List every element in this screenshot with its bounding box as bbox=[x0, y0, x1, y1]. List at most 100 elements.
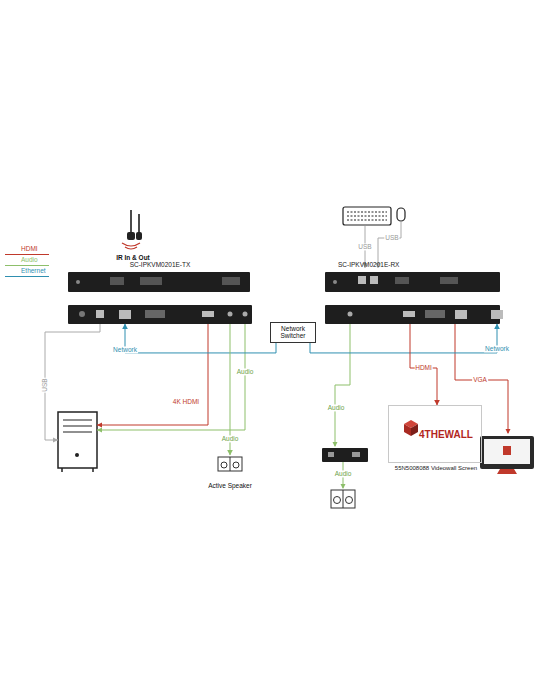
port bbox=[440, 277, 458, 284]
speaker-cone bbox=[221, 462, 227, 468]
audio-port bbox=[243, 312, 248, 317]
lan-port bbox=[119, 310, 131, 319]
audio-label: Audio bbox=[327, 404, 346, 411]
arrowhead bbox=[341, 484, 346, 489]
ir-emitter bbox=[136, 232, 142, 240]
vga-port bbox=[425, 310, 445, 318]
logo-cube-right bbox=[411, 424, 418, 436]
cable-label: HDMI bbox=[414, 364, 433, 371]
node-title: 4THEWALL bbox=[419, 429, 473, 440]
pc-tower bbox=[58, 412, 97, 468]
lan-port bbox=[491, 310, 503, 319]
arrowhead bbox=[97, 428, 102, 433]
cable-connector bbox=[310, 324, 497, 353]
legend-entry: Ethernet bbox=[5, 268, 51, 279]
network-switch-box: Network Switcher bbox=[270, 322, 316, 343]
cable-label: Network bbox=[484, 345, 510, 352]
port bbox=[395, 277, 409, 284]
rx-front-panel bbox=[325, 272, 500, 292]
videowall-screen bbox=[388, 405, 482, 463]
audio-port bbox=[228, 312, 233, 317]
legend-line-sample bbox=[5, 254, 49, 255]
audio-label: Audio bbox=[236, 368, 255, 375]
pc-feet bbox=[62, 468, 93, 472]
mouse bbox=[397, 208, 405, 221]
legend-entry: HDMI bbox=[5, 246, 51, 257]
audio-wire bbox=[335, 324, 350, 446]
keyboard bbox=[343, 207, 391, 225]
port bbox=[352, 452, 360, 457]
ir-waves bbox=[122, 243, 140, 249]
usb-port bbox=[370, 276, 378, 284]
cable-label: Network bbox=[112, 346, 138, 353]
power-jack bbox=[79, 311, 85, 317]
speaker-divider bbox=[230, 457, 231, 471]
legend-line-sample bbox=[5, 276, 49, 277]
audio-decoder bbox=[322, 448, 368, 462]
legend-text: Ethernet bbox=[21, 268, 46, 275]
usb-label: USB bbox=[384, 234, 399, 241]
port bbox=[222, 277, 240, 285]
led bbox=[76, 280, 80, 284]
videowall-screen: 4THEWALL55N5008088 Videowall Screen bbox=[388, 405, 482, 463]
lan-port bbox=[455, 310, 467, 319]
monitor-logo bbox=[503, 446, 511, 455]
cable-connector bbox=[410, 324, 437, 405]
rx-rear-panel bbox=[325, 305, 500, 324]
speaker-pair bbox=[218, 457, 242, 471]
transmitter-device: SC-IPKVM0201E-TX bbox=[68, 272, 252, 324]
legend-entry: Audio bbox=[5, 257, 51, 268]
receiver-device: SC-IPKVM0201E-RX bbox=[325, 272, 500, 324]
power-button bbox=[75, 453, 79, 457]
vga-label: VGA bbox=[472, 376, 488, 383]
cable-connector bbox=[125, 324, 276, 353]
audio-label: Audio bbox=[334, 470, 353, 477]
audio-port bbox=[348, 312, 353, 317]
keyboard-keys bbox=[347, 212, 387, 220]
arrowhead bbox=[97, 423, 102, 428]
port bbox=[328, 452, 334, 457]
arrowhead bbox=[333, 442, 338, 447]
legend-text: Audio bbox=[21, 257, 38, 264]
speaker-cone bbox=[334, 497, 341, 504]
cable-label: Audio bbox=[221, 436, 240, 443]
active-speaker: Active Speaker bbox=[205, 455, 255, 489]
legend-text: HDMI bbox=[21, 246, 38, 253]
tx-front-panel bbox=[68, 272, 250, 292]
port bbox=[140, 277, 162, 285]
usb-label: USB bbox=[41, 377, 48, 392]
logo-cube-left bbox=[404, 424, 411, 436]
led bbox=[333, 280, 337, 284]
ir-label: IR In & Out bbox=[116, 254, 150, 261]
hdmi-label: 4K HDMI bbox=[173, 398, 199, 405]
hdmi-port bbox=[403, 311, 415, 317]
arrowhead bbox=[53, 438, 58, 443]
usb-label: USB bbox=[357, 243, 372, 250]
legend-line-sample bbox=[5, 265, 49, 266]
speaker-pair bbox=[331, 490, 355, 508]
hdmi-port bbox=[202, 311, 214, 317]
usb-wire bbox=[45, 324, 100, 440]
vga-port bbox=[145, 310, 165, 318]
drive-bays bbox=[63, 420, 92, 432]
node-title: Network Switcher bbox=[273, 325, 313, 340]
usb-port bbox=[358, 276, 366, 284]
arrowhead bbox=[506, 429, 511, 434]
node-title: Active Speaker bbox=[208, 482, 252, 489]
monitor-screen bbox=[484, 439, 530, 464]
speaker-divider bbox=[343, 490, 344, 508]
port bbox=[110, 277, 124, 285]
speaker-cone bbox=[346, 497, 353, 504]
ir-receiver bbox=[127, 232, 135, 240]
audio-wire bbox=[97, 324, 245, 430]
usb-port bbox=[96, 310, 104, 318]
ir-cable bbox=[131, 210, 139, 232]
node-title: SC-IPKVM0201E-TX bbox=[130, 261, 191, 268]
tx-rear-panel bbox=[68, 305, 252, 324]
speaker-cone bbox=[233, 462, 239, 468]
hdmi-wire bbox=[97, 324, 208, 425]
monitor-stand bbox=[497, 469, 517, 474]
